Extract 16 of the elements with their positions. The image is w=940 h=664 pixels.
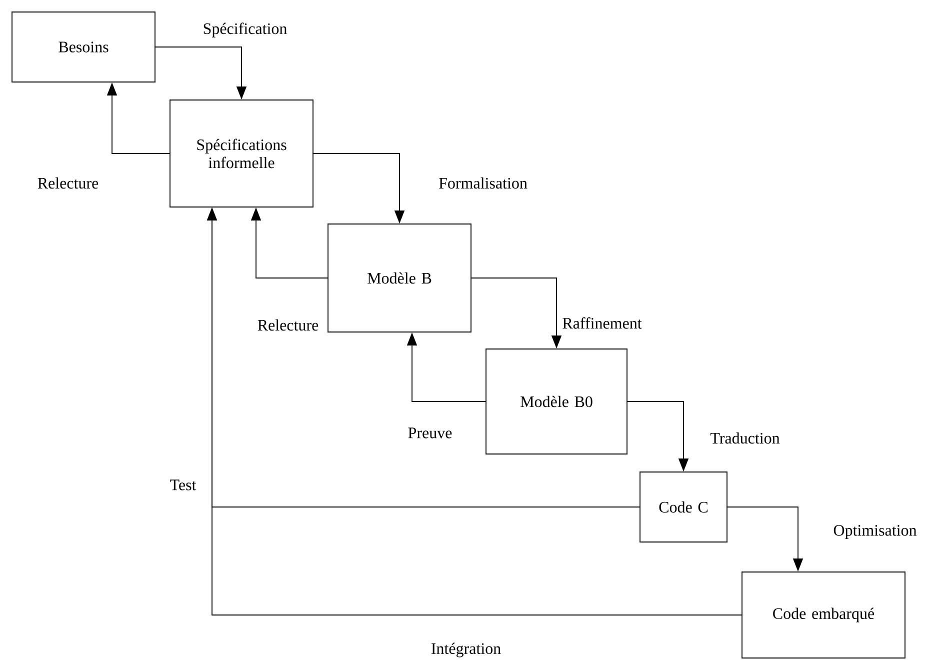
edge-label: Formalisation bbox=[439, 177, 528, 189]
edge-label: Traduction bbox=[710, 432, 780, 444]
edge-label: Test bbox=[170, 480, 196, 490]
edge-label: Intégration bbox=[432, 642, 501, 658]
process-box: Modèle B0 bbox=[486, 348, 628, 454]
edge-label: Preuve bbox=[408, 428, 452, 438]
process-box: Code C bbox=[640, 472, 728, 542]
edge-label: Relecture bbox=[258, 319, 318, 331]
edge-label: Raffinement bbox=[562, 317, 642, 329]
process-box: Besoins bbox=[12, 12, 156, 82]
process-box: Spécifications informelle bbox=[170, 100, 314, 208]
edge-label: Optimisation bbox=[834, 525, 917, 539]
process-box: Code embarqué bbox=[742, 572, 906, 658]
edge-label: Spécification bbox=[204, 22, 287, 38]
edge-label: Relecture bbox=[38, 177, 98, 189]
process-box: Modèle B bbox=[328, 224, 472, 332]
